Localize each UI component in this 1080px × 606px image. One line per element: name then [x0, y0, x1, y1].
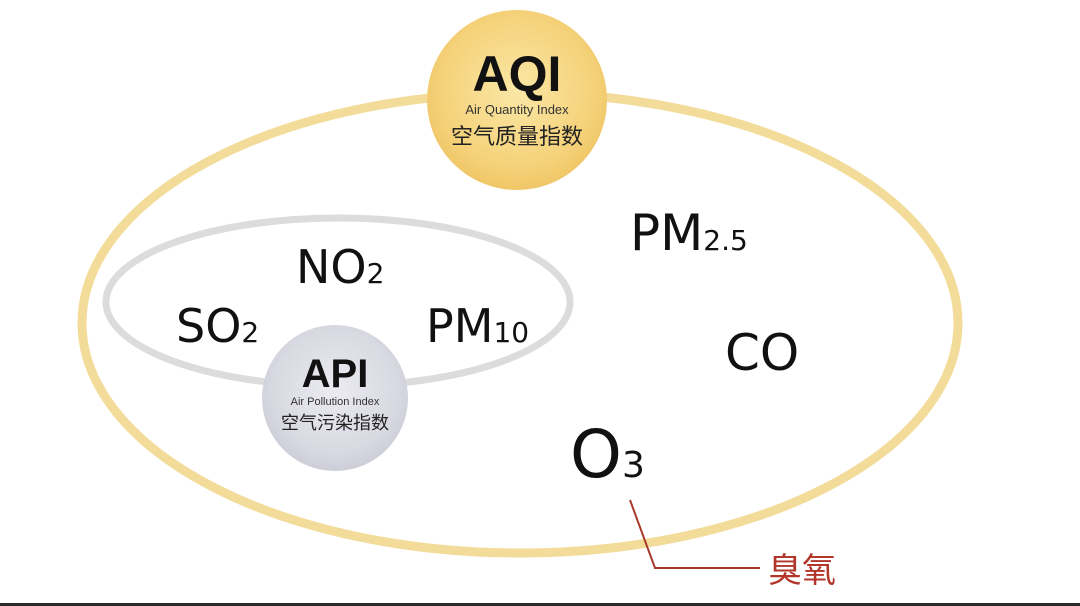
- ozone-label: 臭氧: [768, 551, 836, 591]
- pm10-label: PM10: [426, 299, 529, 353]
- ozone-leader-line: [629, 499, 760, 569]
- api-badge-chinese: 空气污染指数: [281, 413, 389, 434]
- so2-subscript: 2: [241, 316, 259, 349]
- no2-label: NO2: [296, 240, 384, 294]
- api-badge-circle: [262, 325, 408, 471]
- pm25-subscript: 2.5: [703, 224, 748, 257]
- pm10-subscript: 10: [493, 316, 529, 349]
- so2-label: SO2: [176, 299, 259, 353]
- aqi-badge-circle: [427, 10, 607, 190]
- pm25-label: PM2.5: [630, 204, 748, 262]
- aqi-badge-title: AQI: [473, 46, 562, 102]
- bottom-divider: [0, 603, 1080, 606]
- aqi-badge-english: Air Quantity Index: [465, 102, 569, 117]
- pm25-main: PM: [630, 204, 703, 262]
- api-badge: API Air Pollution Index 空气污染指数: [262, 325, 408, 471]
- o3-subscript: 3: [622, 445, 645, 486]
- so2-main: SO: [176, 299, 241, 353]
- api-badge-english: Air Pollution Index: [291, 396, 380, 408]
- pm10-main: PM: [426, 299, 493, 353]
- no2-main: NO: [296, 240, 367, 294]
- aqi-badge: AQI Air Quantity Index 空气质量指数: [427, 10, 607, 190]
- aqi-badge-chinese: 空气质量指数: [451, 125, 583, 150]
- o3-main: O: [570, 416, 622, 493]
- no2-subscript: 2: [367, 257, 385, 290]
- co-label: CO: [725, 324, 799, 382]
- api-badge-title: API: [302, 352, 369, 396]
- o3-label: O3: [570, 416, 645, 493]
